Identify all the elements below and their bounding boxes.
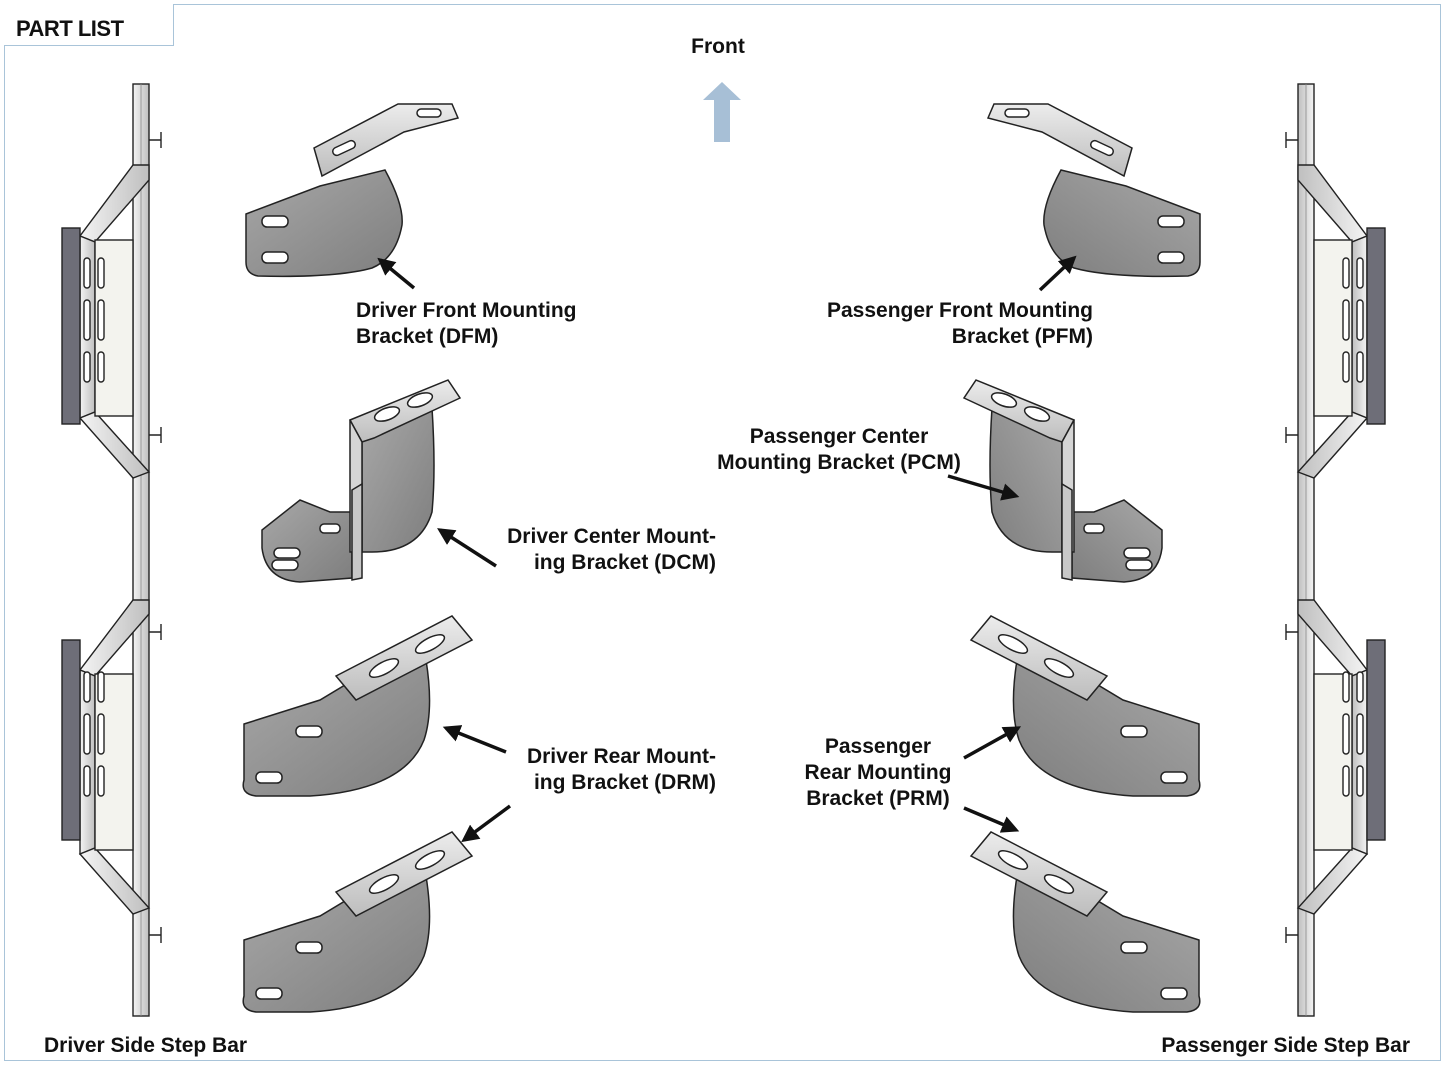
page-frame [4,4,1441,1061]
pcm-bracket [962,379,1163,583]
dcm-label: Driver Center Mount- ing Bracket (DCM) [507,525,716,574]
drm-arrow-2 [461,804,512,843]
pcm-label: Passenger Center Mounting Bracket (PCM) [717,425,961,474]
prm-bracket-2 [969,831,1201,1013]
driver-step-bar-label: Driver Side Step Bar [44,1034,248,1057]
pfm-label: Passenger Front Mounting Bracket (PFM) [826,299,1093,348]
pfm-arrow [1038,255,1077,292]
drm-bracket-1 [242,615,474,797]
front-label: Front [691,35,745,58]
dfm-bracket [245,103,460,278]
part-list-tab: PART LIST [4,4,174,46]
leader-arrows [377,255,1077,843]
prm-bracket-1 [969,615,1201,797]
pcm-arrow [947,474,1020,501]
prm-arrow-2 [963,806,1020,833]
prm-arrow-1 [963,726,1022,760]
prm-label: Passenger Rear Mounting Bracket (PRM) [804,735,952,810]
drm-arrow-1 [442,725,507,754]
passenger-step-bar-label: Passenger Side Step Bar [1161,1034,1410,1057]
part-list-title: PART LIST [16,16,124,41]
dfm-arrow [377,257,416,290]
dcm-bracket [261,379,462,583]
drm-label: Driver Rear Mount- ing Bracket (DRM) [526,745,716,794]
pfm-bracket [986,103,1201,278]
drm-bracket-2 [242,831,474,1013]
passenger-step-bar [1285,83,1386,1017]
dcm-arrow [437,528,497,568]
driver-step-bar [61,83,162,1017]
dfm-label: Driver Front Mounting Bracket (DFM) [356,299,577,348]
front-direction-arrow [703,82,741,142]
